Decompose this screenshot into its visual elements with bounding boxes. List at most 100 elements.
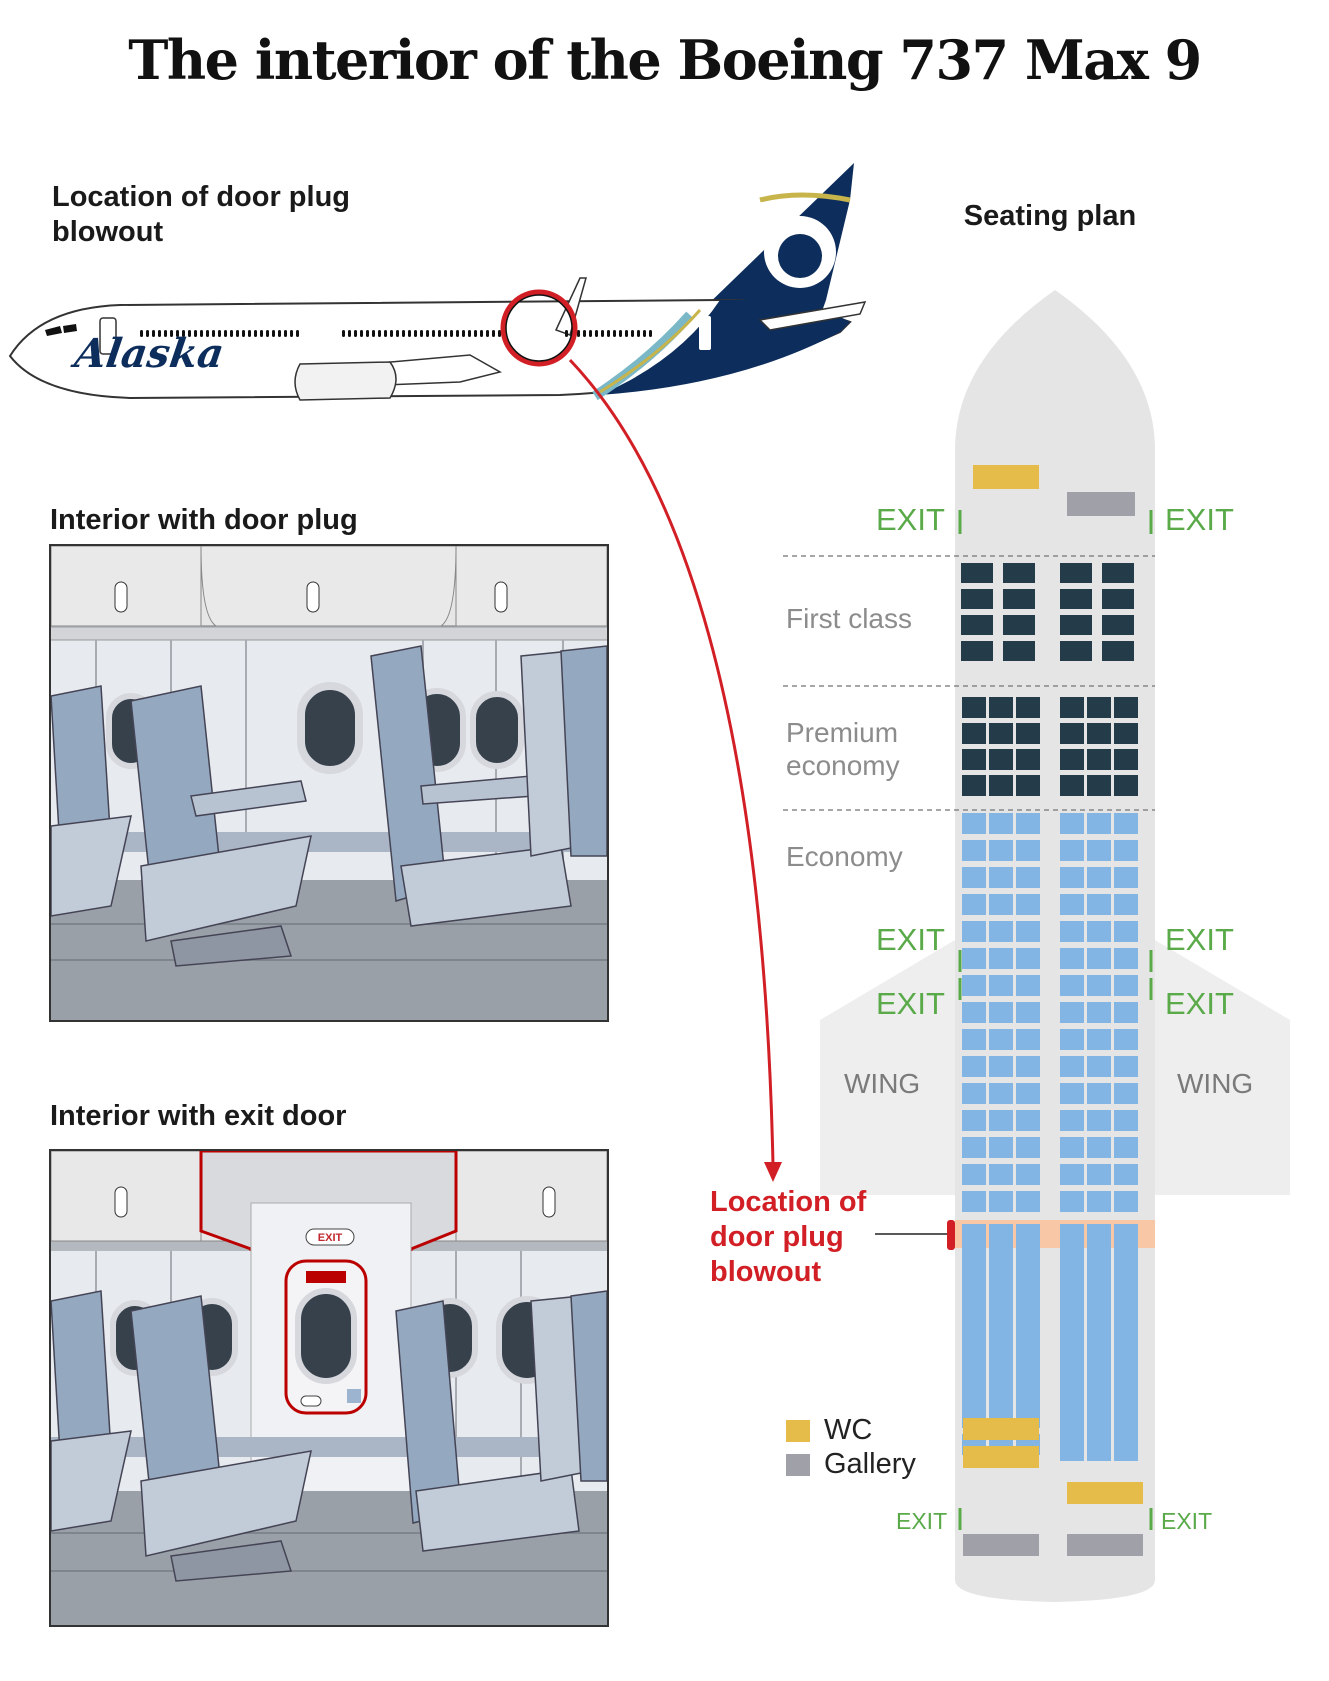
airplane-window [390, 330, 393, 337]
seat [1060, 1224, 1084, 1245]
airplane-window [236, 330, 239, 337]
seat [1087, 894, 1111, 915]
airplane-window [432, 330, 435, 337]
seat [1087, 1305, 1111, 1326]
exit-over-wing-left-2: EXIT [876, 986, 945, 1021]
seat [962, 1110, 986, 1131]
seat [1016, 723, 1040, 744]
seat [1016, 1110, 1040, 1131]
seat [1016, 1359, 1040, 1380]
seat [1087, 1137, 1111, 1158]
seat [989, 975, 1013, 996]
airplane-window [480, 330, 483, 337]
seat [1114, 1029, 1138, 1050]
seat [1087, 867, 1111, 888]
exit-rear-left: EXIT [896, 1508, 948, 1534]
seat [1003, 641, 1035, 661]
airplane-window [444, 330, 447, 337]
seat [1016, 813, 1040, 834]
seat [989, 1137, 1013, 1158]
seat [961, 563, 993, 583]
interior-exit-door-label: Interior with exit door [50, 1100, 347, 1132]
exit-over-wing-left-1: EXIT [876, 922, 945, 957]
seat [1114, 1305, 1138, 1326]
airplane-side-view: Alaska [8, 163, 867, 401]
interior-door-plug-panel [49, 544, 609, 1022]
blowout-marker [947, 1220, 955, 1250]
airplane-window [218, 330, 221, 337]
seat [1060, 1029, 1084, 1050]
seat [989, 921, 1013, 942]
seat [962, 1224, 986, 1245]
seat [1016, 894, 1040, 915]
seat [1060, 1083, 1084, 1104]
airplane-window [384, 330, 387, 337]
seat [1114, 975, 1138, 996]
seat [1114, 1413, 1138, 1434]
seat [1060, 1359, 1084, 1380]
legend-wc: WC [786, 1414, 872, 1447]
airplane-window [342, 330, 345, 337]
seat [961, 615, 993, 635]
seat [1114, 1164, 1138, 1185]
seat [962, 840, 986, 861]
seat [1016, 1278, 1040, 1299]
airplane-window [170, 330, 173, 337]
seat [1114, 1110, 1138, 1131]
seat [1114, 1386, 1138, 1407]
seat [1060, 1110, 1084, 1131]
airplane-window [468, 330, 471, 337]
airplane-window [158, 330, 161, 337]
exit-sign: EXIT [318, 1232, 343, 1244]
airplane-window [254, 330, 257, 337]
exit-over-wing-right-1: EXIT [1165, 922, 1234, 957]
seat [1016, 840, 1040, 861]
seat [1087, 1251, 1111, 1272]
airplane-window [242, 330, 245, 337]
seat [1087, 840, 1111, 861]
seat [1114, 775, 1138, 796]
airplane-window [188, 330, 191, 337]
seat [962, 894, 986, 915]
seat [1016, 1056, 1040, 1077]
airplane-window [260, 330, 263, 337]
airplane-window [565, 330, 568, 337]
airplane-location-label: Location of door plug blowout [52, 181, 351, 248]
seat [1114, 867, 1138, 888]
airplane-window [354, 330, 357, 337]
seat [989, 1332, 1013, 1353]
seating-plan-title: Seating plan [963, 200, 1137, 232]
seat [962, 1386, 986, 1407]
seat [1114, 1251, 1138, 1272]
airplane-window [613, 330, 616, 337]
blowout-location-label: Location of door plug blowout [710, 1186, 867, 1288]
airplane-window [462, 330, 465, 337]
seat [1060, 563, 1092, 583]
seat [1060, 921, 1084, 942]
alaska-logo: Alaska [68, 330, 227, 377]
seat [1114, 1002, 1138, 1023]
airplane-window [414, 330, 417, 337]
exit-over-wing-right-2: EXIT [1165, 986, 1234, 1021]
airplane-window [498, 330, 501, 337]
seat [962, 1251, 986, 1272]
blowout-location-circle [500, 289, 578, 367]
airplane-window [266, 330, 269, 337]
seat [962, 1191, 986, 1212]
airplane-window [372, 330, 375, 337]
seat [1087, 1191, 1111, 1212]
airplane-window [595, 330, 598, 337]
seat [962, 867, 986, 888]
seat [1087, 1332, 1111, 1353]
airplane-window [296, 330, 299, 337]
cabin-seats [51, 1290, 607, 1582]
legend-gallery-label: Gallery [824, 1448, 916, 1480]
class-label-economy: Economy [786, 841, 903, 872]
airplane-window [206, 330, 209, 337]
seat [989, 1359, 1013, 1380]
seat [1003, 563, 1035, 583]
seat [1016, 749, 1040, 770]
seat [1060, 1440, 1084, 1461]
airplane-window [290, 330, 293, 337]
seat [1102, 563, 1134, 583]
